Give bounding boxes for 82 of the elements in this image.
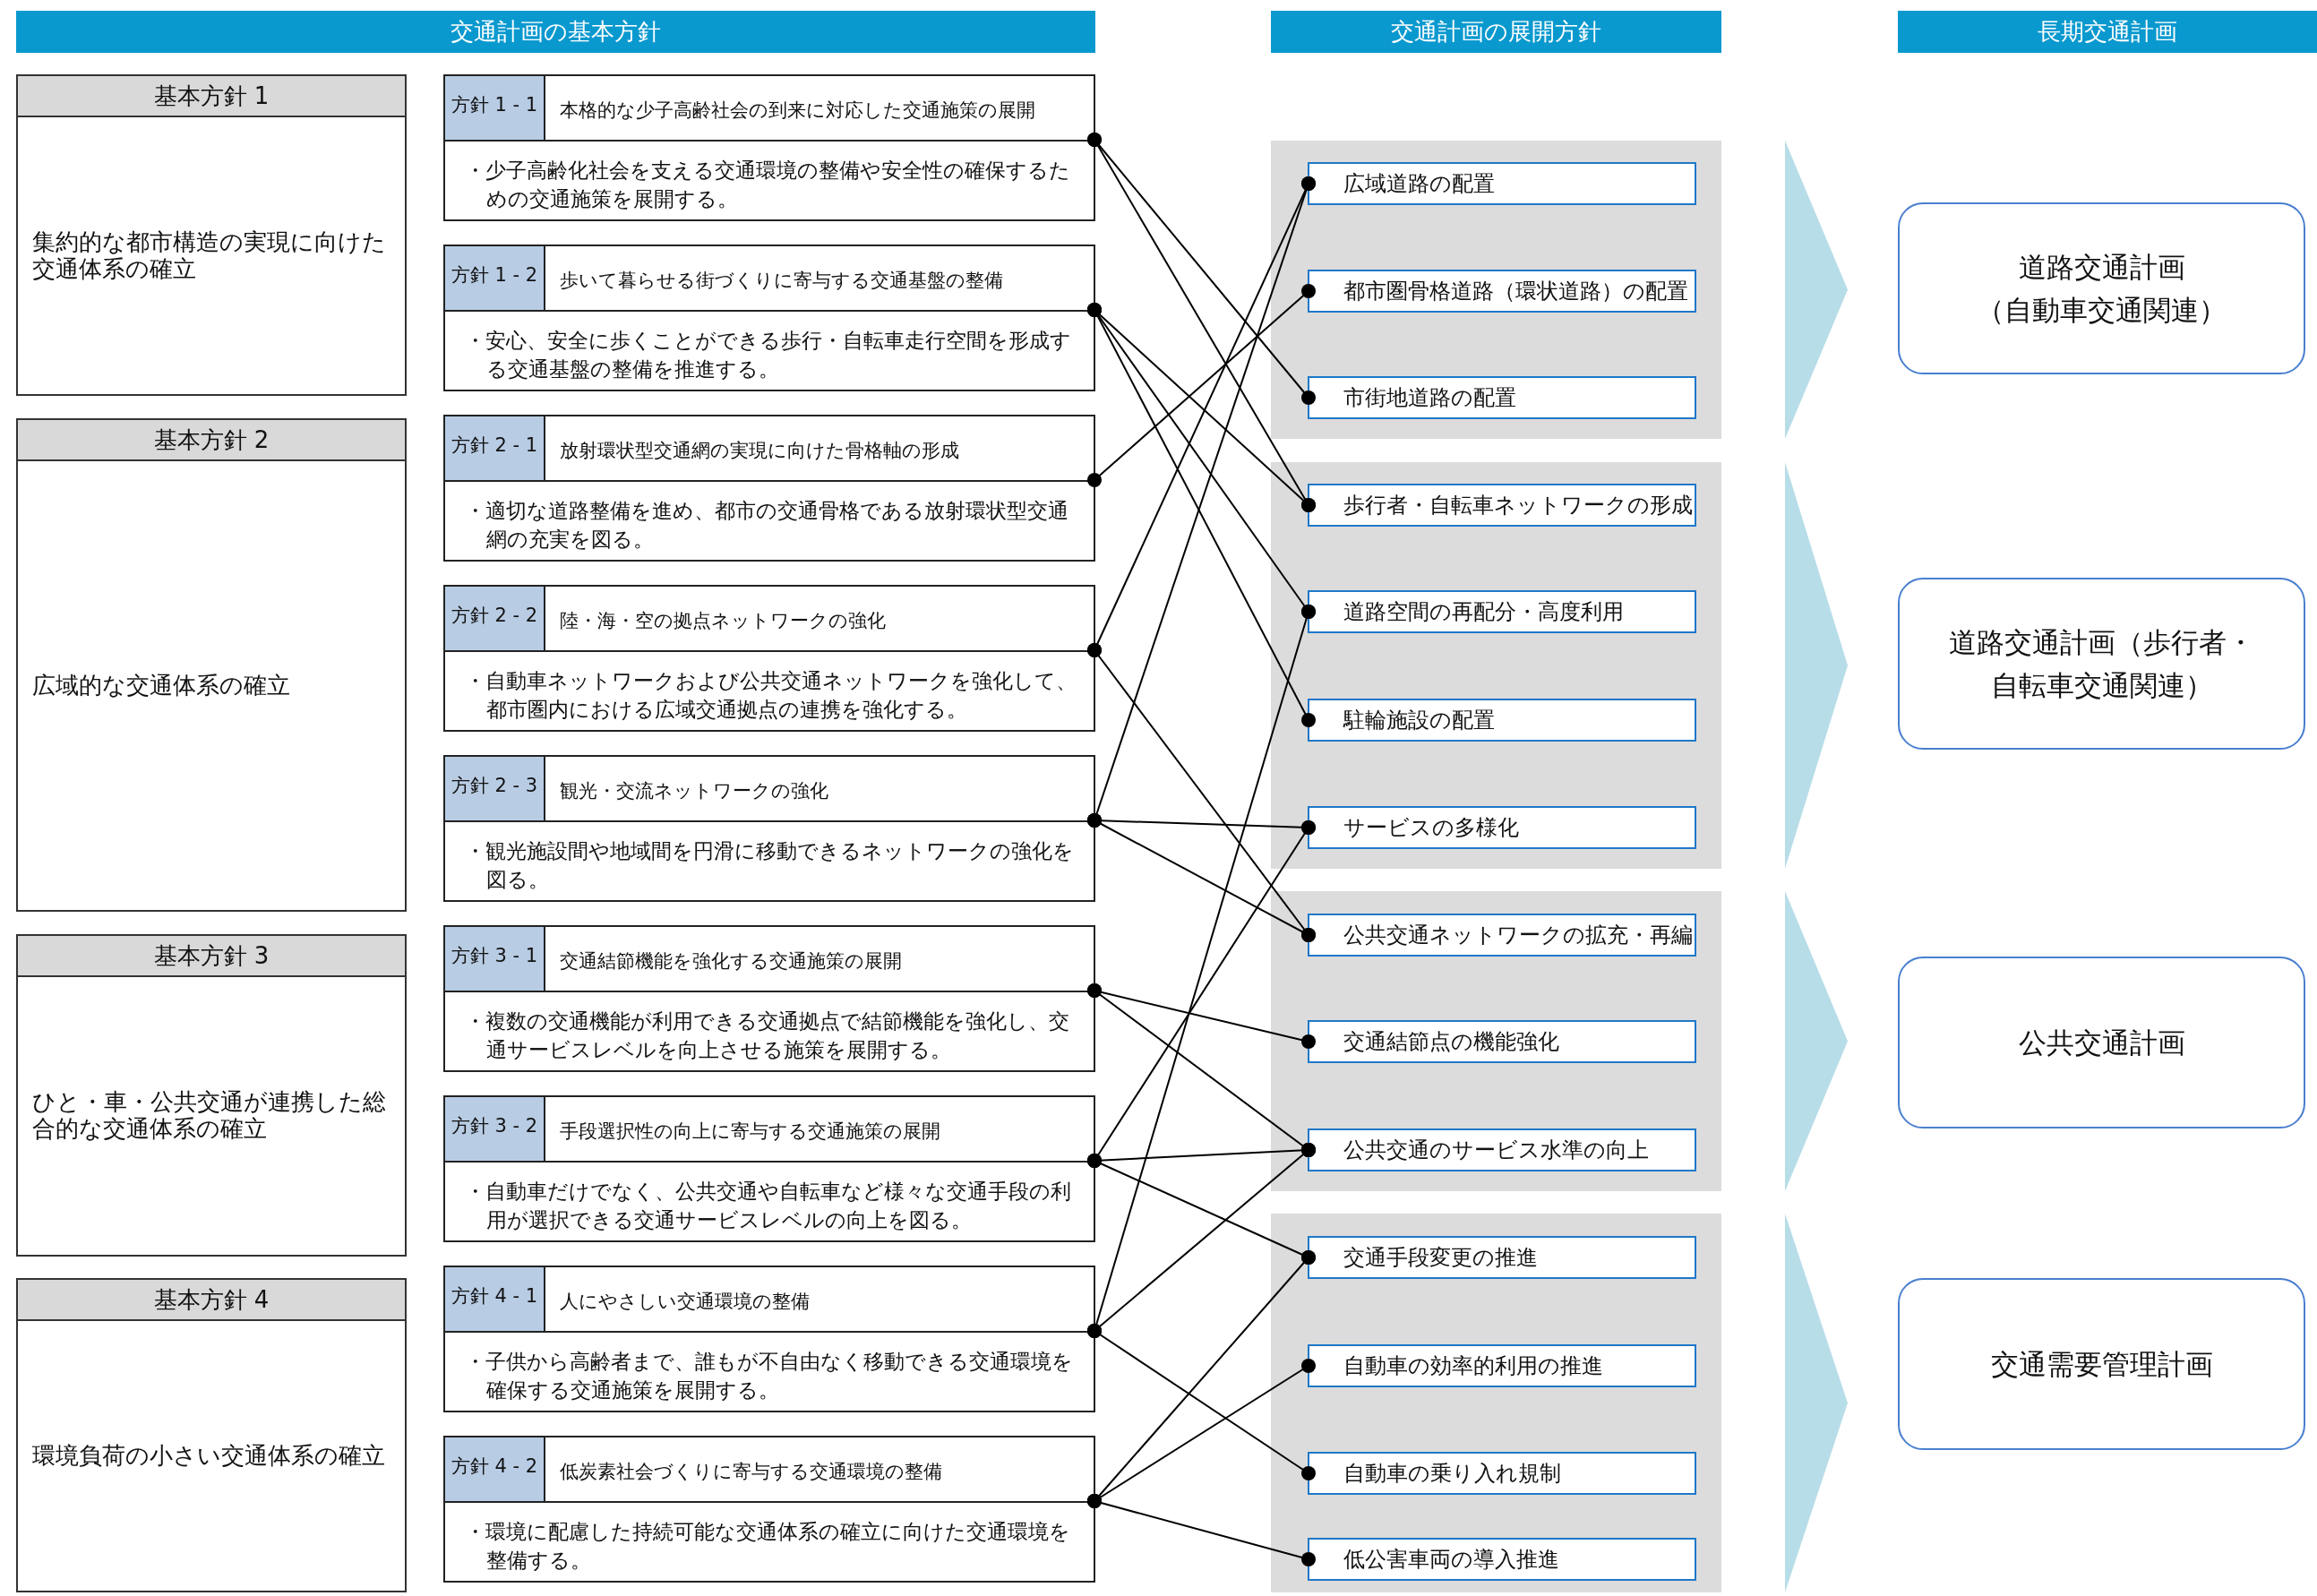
policy-description: ・少子高齢化社会を支える交通環境の整備や安全性の確保するための交通施策を展開する。 (445, 140, 1094, 219)
connector-line (1087, 284, 1316, 487)
policy-description: ・適切な道路整備を進め、都市の交通骨格である放射環状型交通網の充実を図る。 (445, 480, 1094, 560)
policy-description: ・自動車ネットワークおよび公共交通ネットワークを強化して、都市圏内における広域交通拠点の連携を強化する。 (445, 650, 1094, 730)
policy-tag: 方針 2 - 1 (445, 416, 545, 480)
strategy-box: 交通手段変更の推進 (1308, 1236, 1696, 1279)
strategy-box: 歩行者・自転車ネットワークの形成 (1308, 484, 1696, 527)
chevron-arrow (1785, 891, 1848, 1191)
policy-title: 低炭素社会づくりに寄与する交通環境の整備 (560, 1460, 942, 1484)
policy-description: ・複数の交通機能が利用できる交通拠点で結節機能を強化し、交通サービスレベルを向上させる施策を展開する。 (445, 991, 1094, 1070)
strategy-box: 低公害車両の導入推進 (1308, 1538, 1696, 1581)
goal-text: 集約的な都市構造の実現に向けた交通体系の確立 (32, 228, 387, 283)
strategy-box: 都市圏骨格道路（環状道路）の配置 (1308, 270, 1696, 313)
policy-tag: 方針 1 - 1 (445, 76, 545, 140)
strategy-box: 道路空間の再配分・高度利用 (1308, 590, 1696, 633)
category-panel (1271, 462, 1721, 869)
policy-title: 放射環状型交通網の実現に向けた骨格軸の形成 (560, 439, 959, 463)
category-panel (1271, 1214, 1721, 1592)
strategy-box: 広域道路の配置 (1308, 162, 1696, 205)
goal-header: 基本方針 1 (18, 76, 405, 117)
policy-tag: 方針 4 - 1 (445, 1267, 545, 1331)
policy-tag: 方針 2 - 3 (445, 757, 545, 820)
plan-box: 交通需要管理計画 (1898, 1278, 2305, 1450)
policy-card (443, 74, 1095, 221)
goal-header: 基本方針 2 (18, 420, 405, 461)
strategy-box: 交通結節点の機能強化 (1308, 1020, 1696, 1063)
policy-title: 交通結節機能を強化する交通施策の展開 (560, 949, 902, 974)
policy-card (443, 585, 1095, 732)
policy-description: ・観光施設間や地域間を円滑に移動できるネットワークの強化を図る。 (445, 820, 1094, 900)
plan-box: 道路交通計画（歩行者・自転車交通関連） (1898, 578, 2305, 750)
strategy-box: サービスの多様化 (1308, 806, 1696, 849)
connector-line (1087, 303, 1316, 727)
policy-title: 人にやさしい交通環境の整備 (560, 1290, 810, 1314)
policy-tag: 方針 2 - 2 (445, 587, 545, 650)
policy-card (443, 1095, 1095, 1242)
connector-line (1087, 813, 1316, 942)
policy-card (443, 755, 1095, 902)
goal-text: 環境負荷の小さい交通体系の確立 (32, 1442, 385, 1470)
section-header: 長期交通計画 (1898, 11, 2317, 53)
category-panel (1271, 141, 1721, 439)
chevron-arrow (1785, 141, 1848, 439)
plan-box: 公共交通計画 (1898, 957, 2305, 1128)
goal-card (16, 74, 407, 396)
policy-title: 観光・交流ネットワークの強化 (560, 779, 828, 803)
strategy-box: 公共交通のサービス水準の向上 (1308, 1128, 1696, 1171)
policy-tag: 方針 1 - 2 (445, 246, 545, 310)
policy-card (443, 245, 1095, 391)
goal-header: 基本方針 3 (18, 936, 405, 977)
strategy-box: 自動車の乗り入れ規制 (1308, 1452, 1696, 1495)
policy-tag: 方針 3 - 1 (445, 927, 545, 991)
goal-card (16, 934, 407, 1257)
strategy-box: 自動車の効率的利用の推進 (1308, 1344, 1696, 1387)
policy-description: ・環境に配慮した持続可能な交通体系の確立に向けた交通環境を整備する。 (445, 1501, 1094, 1581)
goal-text: ひと・車・公共交通が連携した総合的な交通体系の確立 (32, 1089, 387, 1143)
policy-title: 陸・海・空の拠点ネットワークの強化 (560, 609, 886, 633)
section-header: 交通計画の基本方針 (16, 11, 1095, 53)
policy-title: 歩いて暮らせる街づくりに寄与する交通基盤の整備 (560, 269, 1003, 293)
chevron-arrow (1785, 1214, 1848, 1592)
goal-card (16, 418, 407, 912)
policy-card (443, 1436, 1095, 1583)
policy-description: ・子供から高齢者まで、誰もが不自由なく移動できる交通環境を確保する交通施策を展開する。 (445, 1331, 1094, 1411)
connector-line (1087, 1494, 1316, 1566)
section-header: 交通計画の展開方針 (1271, 11, 1721, 53)
category-panel (1271, 891, 1721, 1191)
policy-tag: 方針 4 - 2 (445, 1437, 545, 1501)
goal-card (16, 1278, 407, 1592)
strategy-box: 駐輪施設の配置 (1308, 699, 1696, 742)
goal-header: 基本方針 4 (18, 1280, 405, 1321)
strategy-box: 市街地道路の配置 (1308, 376, 1696, 419)
chevron-arrow (1785, 462, 1848, 869)
strategy-box: 公共交通ネットワークの拡充・再編 (1308, 914, 1696, 957)
policy-card (443, 415, 1095, 562)
policy-tag: 方針 3 - 2 (445, 1097, 545, 1161)
goal-text: 広域的な交通体系の確立 (32, 672, 290, 699)
policy-title: 手段選択性の向上に寄与する交通施策の展開 (560, 1120, 940, 1144)
policy-card (443, 1266, 1095, 1412)
plan-box: 道路交通計画（自動車交通関連） (1898, 202, 2305, 374)
connector-line (1087, 1324, 1316, 1480)
policy-description: ・安心、安全に歩くことができる歩行・自転車走行空間を形成する交通基盤の整備を推進する。 (445, 310, 1094, 390)
policy-card (443, 925, 1095, 1072)
policy-description: ・自動車だけでなく、公共交通や自転車など様々な交通手段の利用が選択できる交通サービスレベルの向上を図る。 (445, 1161, 1094, 1240)
policy-title: 本格的な少子高齢社会の到来に対応した交通施策の展開 (560, 99, 1035, 123)
